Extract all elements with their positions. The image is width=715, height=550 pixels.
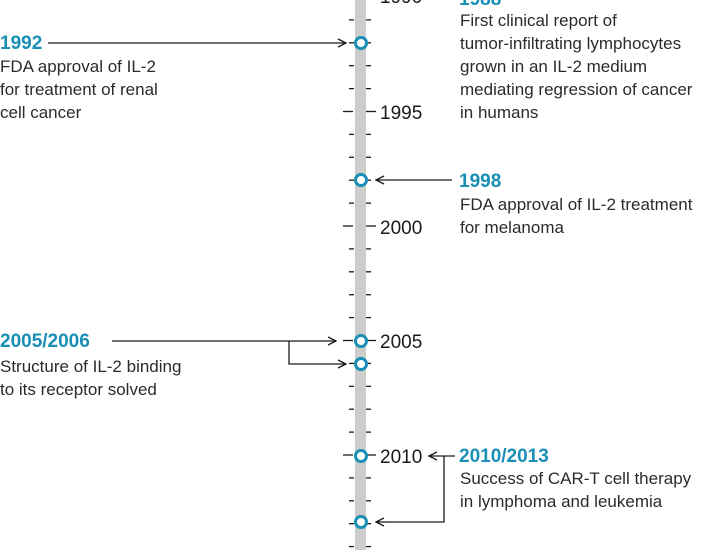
event-year-1988: 1988 <box>459 0 501 11</box>
marker-2006 <box>354 357 368 371</box>
axis-label-2010: 2010 <box>380 447 422 468</box>
axis-label-1995: 1995 <box>380 103 422 124</box>
arrow-2013 <box>376 456 445 522</box>
event-line: grown in an IL-2 medium <box>460 57 648 76</box>
event-line: Success of CAR-T cell therapy <box>460 469 692 488</box>
marker-2005 <box>354 334 368 348</box>
event-markers <box>354 36 368 529</box>
event-line: FDA approval of IL-2 treatment <box>460 195 693 214</box>
arrow-2006 <box>288 341 346 364</box>
axis-label-1990: 1990 <box>380 0 422 8</box>
axis-ticks <box>343 19 376 548</box>
axis-label-2005: 2005 <box>380 332 422 353</box>
event-year-1992: 1992 <box>0 33 43 54</box>
event-line: cell cancer <box>0 103 82 122</box>
connector-arrows <box>48 43 455 522</box>
axis-label-2000: 2000 <box>380 218 422 239</box>
event-line: First clinical report of <box>460 11 617 30</box>
event-line: Structure of IL-2 binding <box>0 357 182 376</box>
event-year-1998: 1998 <box>459 171 502 192</box>
timeline-axis <box>355 0 366 550</box>
event-line: for treatment of renal <box>0 80 158 99</box>
marker-1998 <box>354 173 368 187</box>
marker-2010 <box>354 449 368 463</box>
event-line: FDA approval of IL-2 <box>0 57 156 76</box>
event-line: to its receptor solved <box>0 380 157 399</box>
event-line: in lymphoma and leukemia <box>460 492 663 511</box>
event-line: mediating regression of cancer <box>460 80 693 99</box>
marker-2013 <box>354 515 368 529</box>
event-year-2005-2006: 2005/2006 <box>0 331 90 352</box>
marker-1992 <box>354 36 368 50</box>
event-line: for melanoma <box>460 218 564 237</box>
event-line: in humans <box>460 103 539 122</box>
event-line: tumor-infiltrating lymphocytes <box>460 34 682 53</box>
event-year-2010-2013: 2010/2013 <box>459 446 549 467</box>
